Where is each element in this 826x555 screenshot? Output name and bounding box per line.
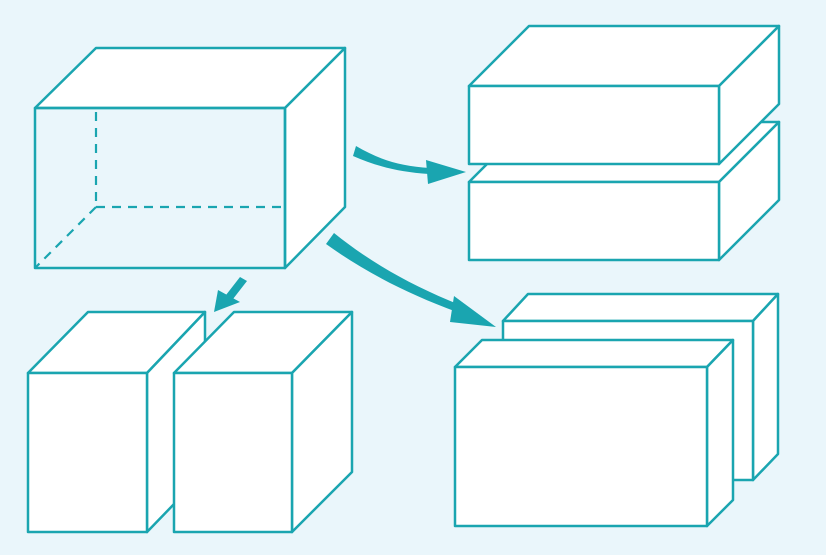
- bottom-slab-front-face: [467, 180, 721, 262]
- front-slab: [453, 338, 735, 528]
- front-slab-front-face: [453, 365, 709, 528]
- vertical-front-cut-result: [453, 292, 780, 528]
- horizontal-cut-result: [467, 24, 781, 262]
- arrow-to-horizontal-cut: [353, 146, 466, 184]
- back-slab-right-face: [751, 292, 780, 482]
- arrow-shaft: [326, 233, 460, 312]
- arrow-shaft: [226, 277, 247, 299]
- front-face: [33, 106, 287, 270]
- top-slab: [467, 24, 781, 166]
- back-slab-top-face: [501, 292, 780, 323]
- right-block-front-face: [172, 371, 294, 534]
- original-cuboid: [33, 46, 347, 270]
- arrow-head: [450, 296, 496, 327]
- left-block-front-face: [26, 371, 149, 534]
- arrow-head: [214, 290, 240, 312]
- top-slab-front-face: [467, 84, 721, 166]
- arrow-shaft: [353, 146, 430, 174]
- arrow-head: [426, 160, 466, 184]
- front-slab-right-face: [705, 338, 735, 528]
- arrow-to-front-cut: [326, 233, 496, 327]
- front-slab-top-face: [453, 338, 735, 369]
- right-block: [172, 310, 354, 534]
- vertical-side-cut-result: [26, 310, 354, 534]
- arrow-to-side-cut: [214, 277, 247, 312]
- hidden-edge-depth: [34, 206, 97, 269]
